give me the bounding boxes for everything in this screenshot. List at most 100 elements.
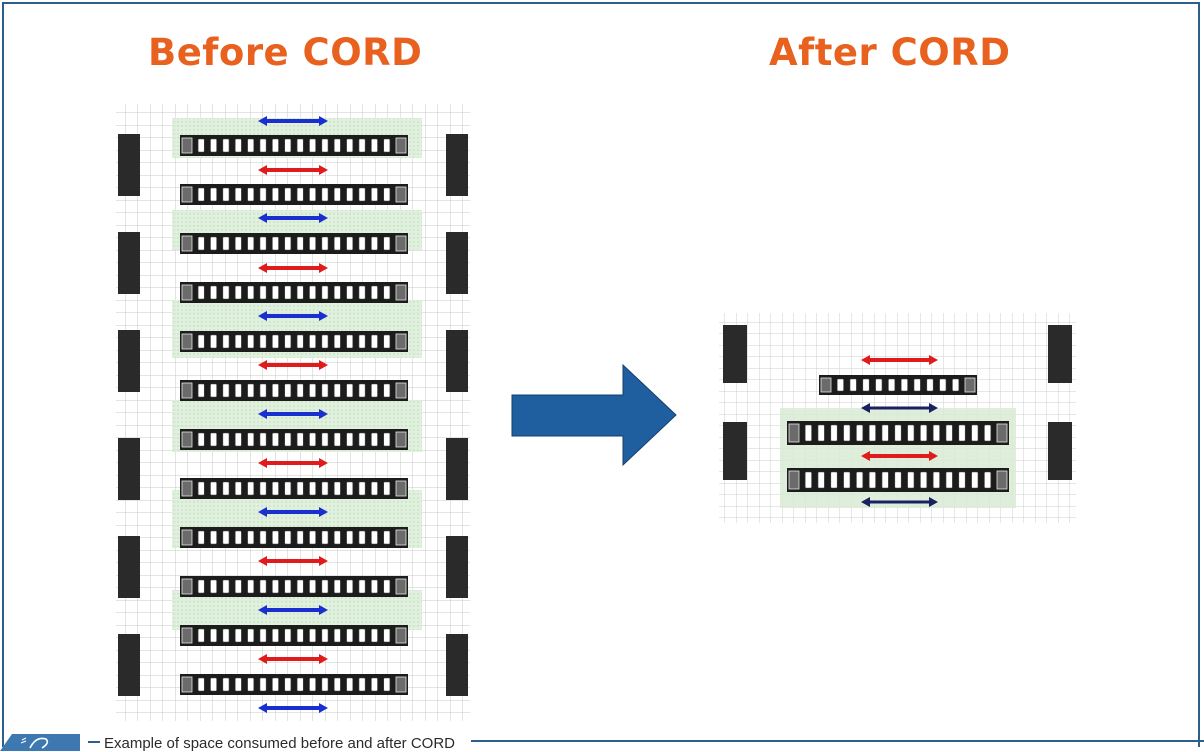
rack-cabinet xyxy=(222,677,230,692)
rack-cabinet xyxy=(333,432,341,447)
rack-cabinet xyxy=(259,677,267,692)
hot-aisle-arrow xyxy=(258,458,328,468)
rack-end-cap xyxy=(788,470,800,490)
hot-aisle-arrow xyxy=(258,654,328,664)
rack-cabinet xyxy=(272,236,279,251)
rack-cabinet xyxy=(259,236,267,251)
rack-cabinet xyxy=(333,236,341,251)
before-building-columns xyxy=(118,134,468,696)
rack-cabinet xyxy=(971,424,979,442)
rack-cabinet xyxy=(939,378,947,392)
rack-cabinet xyxy=(309,285,316,300)
rack-end-cap xyxy=(395,529,407,546)
cold-aisle-arrow xyxy=(861,403,938,413)
arrow-head xyxy=(319,165,328,175)
building-column xyxy=(446,634,468,696)
rack-cabinet xyxy=(321,481,329,496)
rack-row xyxy=(180,380,408,401)
arrow-head xyxy=(929,403,938,413)
rack-cabinet xyxy=(234,285,242,300)
rack-cabinet xyxy=(894,424,902,442)
building-column xyxy=(446,438,468,500)
cold-aisle-arrow xyxy=(258,311,328,321)
rack-cabinet xyxy=(321,187,329,202)
rack-cabinet xyxy=(234,677,242,692)
rack-row xyxy=(180,576,408,597)
before-airflow-arrows xyxy=(258,116,328,713)
rack-cabinet xyxy=(272,334,279,349)
rack-cabinet xyxy=(358,481,366,496)
rack-cabinet xyxy=(210,628,217,643)
rack-cabinet xyxy=(333,481,341,496)
rack-cabinet xyxy=(868,471,876,489)
rack-cabinet xyxy=(309,579,316,594)
rack-cabinet xyxy=(210,432,217,447)
rack-cabinet xyxy=(259,334,267,349)
rack-cabinet xyxy=(197,236,205,251)
rack-cabinet xyxy=(284,628,292,643)
rack-cabinet xyxy=(321,236,329,251)
rack-cabinet xyxy=(333,628,341,643)
rack-cabinet xyxy=(371,285,378,300)
rack-cabinet xyxy=(817,424,825,442)
rack-cabinet xyxy=(843,471,851,489)
building-column xyxy=(118,536,140,598)
rack-cabinet xyxy=(234,530,242,545)
rack-cabinet xyxy=(383,579,391,594)
rack-cabinet xyxy=(197,334,205,349)
arrow-head xyxy=(319,458,328,468)
rack-cabinet xyxy=(296,383,304,398)
after-cord-title: After CORD xyxy=(769,31,1011,74)
building-column xyxy=(118,438,140,500)
rack-row xyxy=(180,282,408,303)
rack-cabinet xyxy=(309,481,316,496)
rack-cabinet xyxy=(197,677,205,692)
rack-cabinet xyxy=(210,383,217,398)
rack-cabinet xyxy=(210,138,217,153)
rack-cabinet xyxy=(862,378,870,392)
arrow-head xyxy=(258,213,267,223)
rack-cabinet xyxy=(333,285,341,300)
rack-cabinet xyxy=(358,138,366,153)
caption-tick xyxy=(88,741,100,743)
arrow-head xyxy=(929,355,938,365)
caption-bar: Example of space consumed before and aft… xyxy=(0,724,1204,751)
rack-cabinet xyxy=(371,579,378,594)
rack-end-cap xyxy=(181,480,193,497)
rack-cabinet xyxy=(358,677,366,692)
rack-cabinet xyxy=(958,424,966,442)
rack-cabinet xyxy=(272,530,279,545)
rack-cabinet xyxy=(284,138,292,153)
rack-row xyxy=(787,468,1009,492)
rack-cabinet xyxy=(210,334,217,349)
arrow-head xyxy=(258,116,267,126)
rack-cabinet xyxy=(920,424,928,442)
rack-cabinet xyxy=(868,424,876,442)
rack-cabinet xyxy=(197,383,205,398)
cold-aisle-arrow xyxy=(258,507,328,517)
arrow-head xyxy=(861,451,870,461)
rack-cabinet xyxy=(346,236,354,251)
rack-cabinet xyxy=(222,187,230,202)
rack-cabinet xyxy=(926,378,934,392)
rack-cabinet xyxy=(371,236,378,251)
rack-cabinet xyxy=(210,481,217,496)
rack-cabinet xyxy=(346,187,354,202)
rack-cabinet xyxy=(210,579,217,594)
rack-cabinet xyxy=(958,471,966,489)
rack-row xyxy=(180,331,408,352)
rack-row xyxy=(180,674,408,695)
rack-cabinet xyxy=(284,334,292,349)
rack-row xyxy=(180,233,408,254)
rack-cabinet xyxy=(333,677,341,692)
rack-cabinet xyxy=(358,334,366,349)
arrow-head xyxy=(319,507,328,517)
building-column xyxy=(446,536,468,598)
arrow-head xyxy=(929,451,938,461)
rack-end-cap xyxy=(181,137,193,154)
rack-cabinet xyxy=(222,383,230,398)
rack-cabinet xyxy=(346,677,354,692)
rack-cabinet xyxy=(197,138,205,153)
rack-end-cap xyxy=(964,377,976,393)
rack-cabinet xyxy=(197,432,205,447)
